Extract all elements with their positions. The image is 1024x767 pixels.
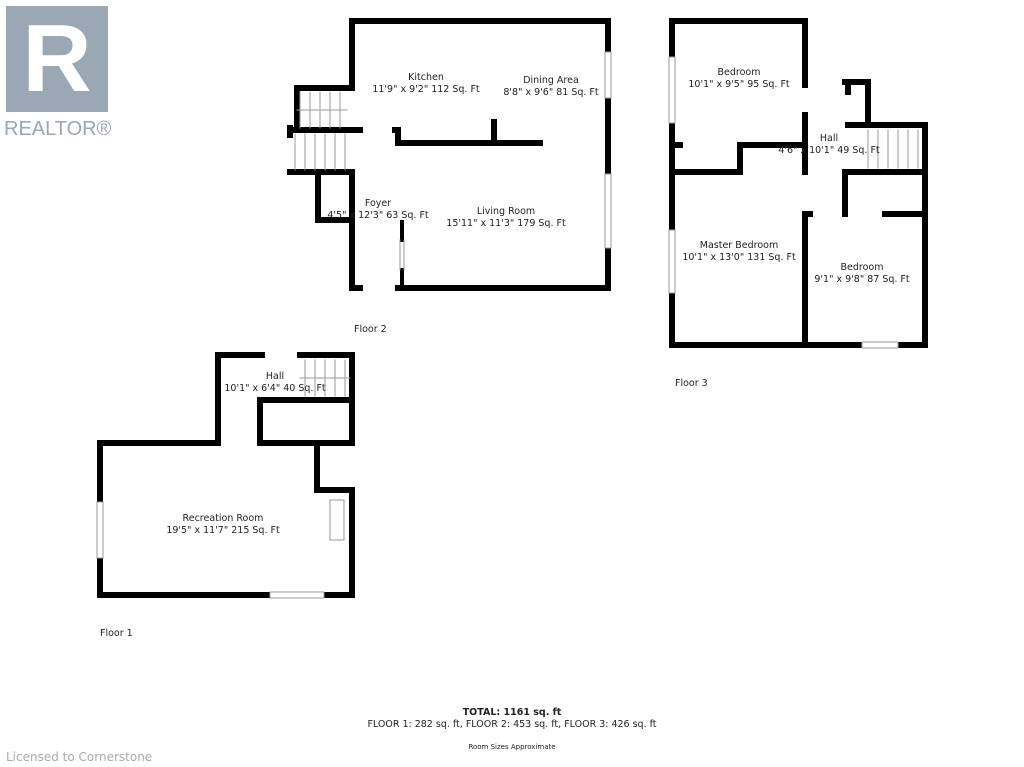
realtor-logo: R REALTOR® (4, 6, 112, 141)
realtor-logo-mark: R (6, 6, 108, 112)
license-text: Licensed to Cornerstone (6, 750, 153, 764)
sizes-note: Room Sizes Approximate (468, 743, 556, 751)
floor2-walls (287, 18, 611, 291)
floor1-label: Floor 1 (100, 628, 133, 639)
realtor-logo-text: REALTOR® (4, 118, 112, 140)
floor-areas: FLOOR 1: 282 sq. ft, FLOOR 2: 453 sq. ft… (367, 719, 657, 730)
floor1-walls (97, 352, 355, 598)
floor3-label: Floor 3 (675, 378, 708, 389)
floor2-label: Floor 2 (354, 324, 387, 335)
total-area: TOTAL: 1161 sq. ft (462, 707, 562, 718)
floor3-walls (669, 18, 928, 348)
